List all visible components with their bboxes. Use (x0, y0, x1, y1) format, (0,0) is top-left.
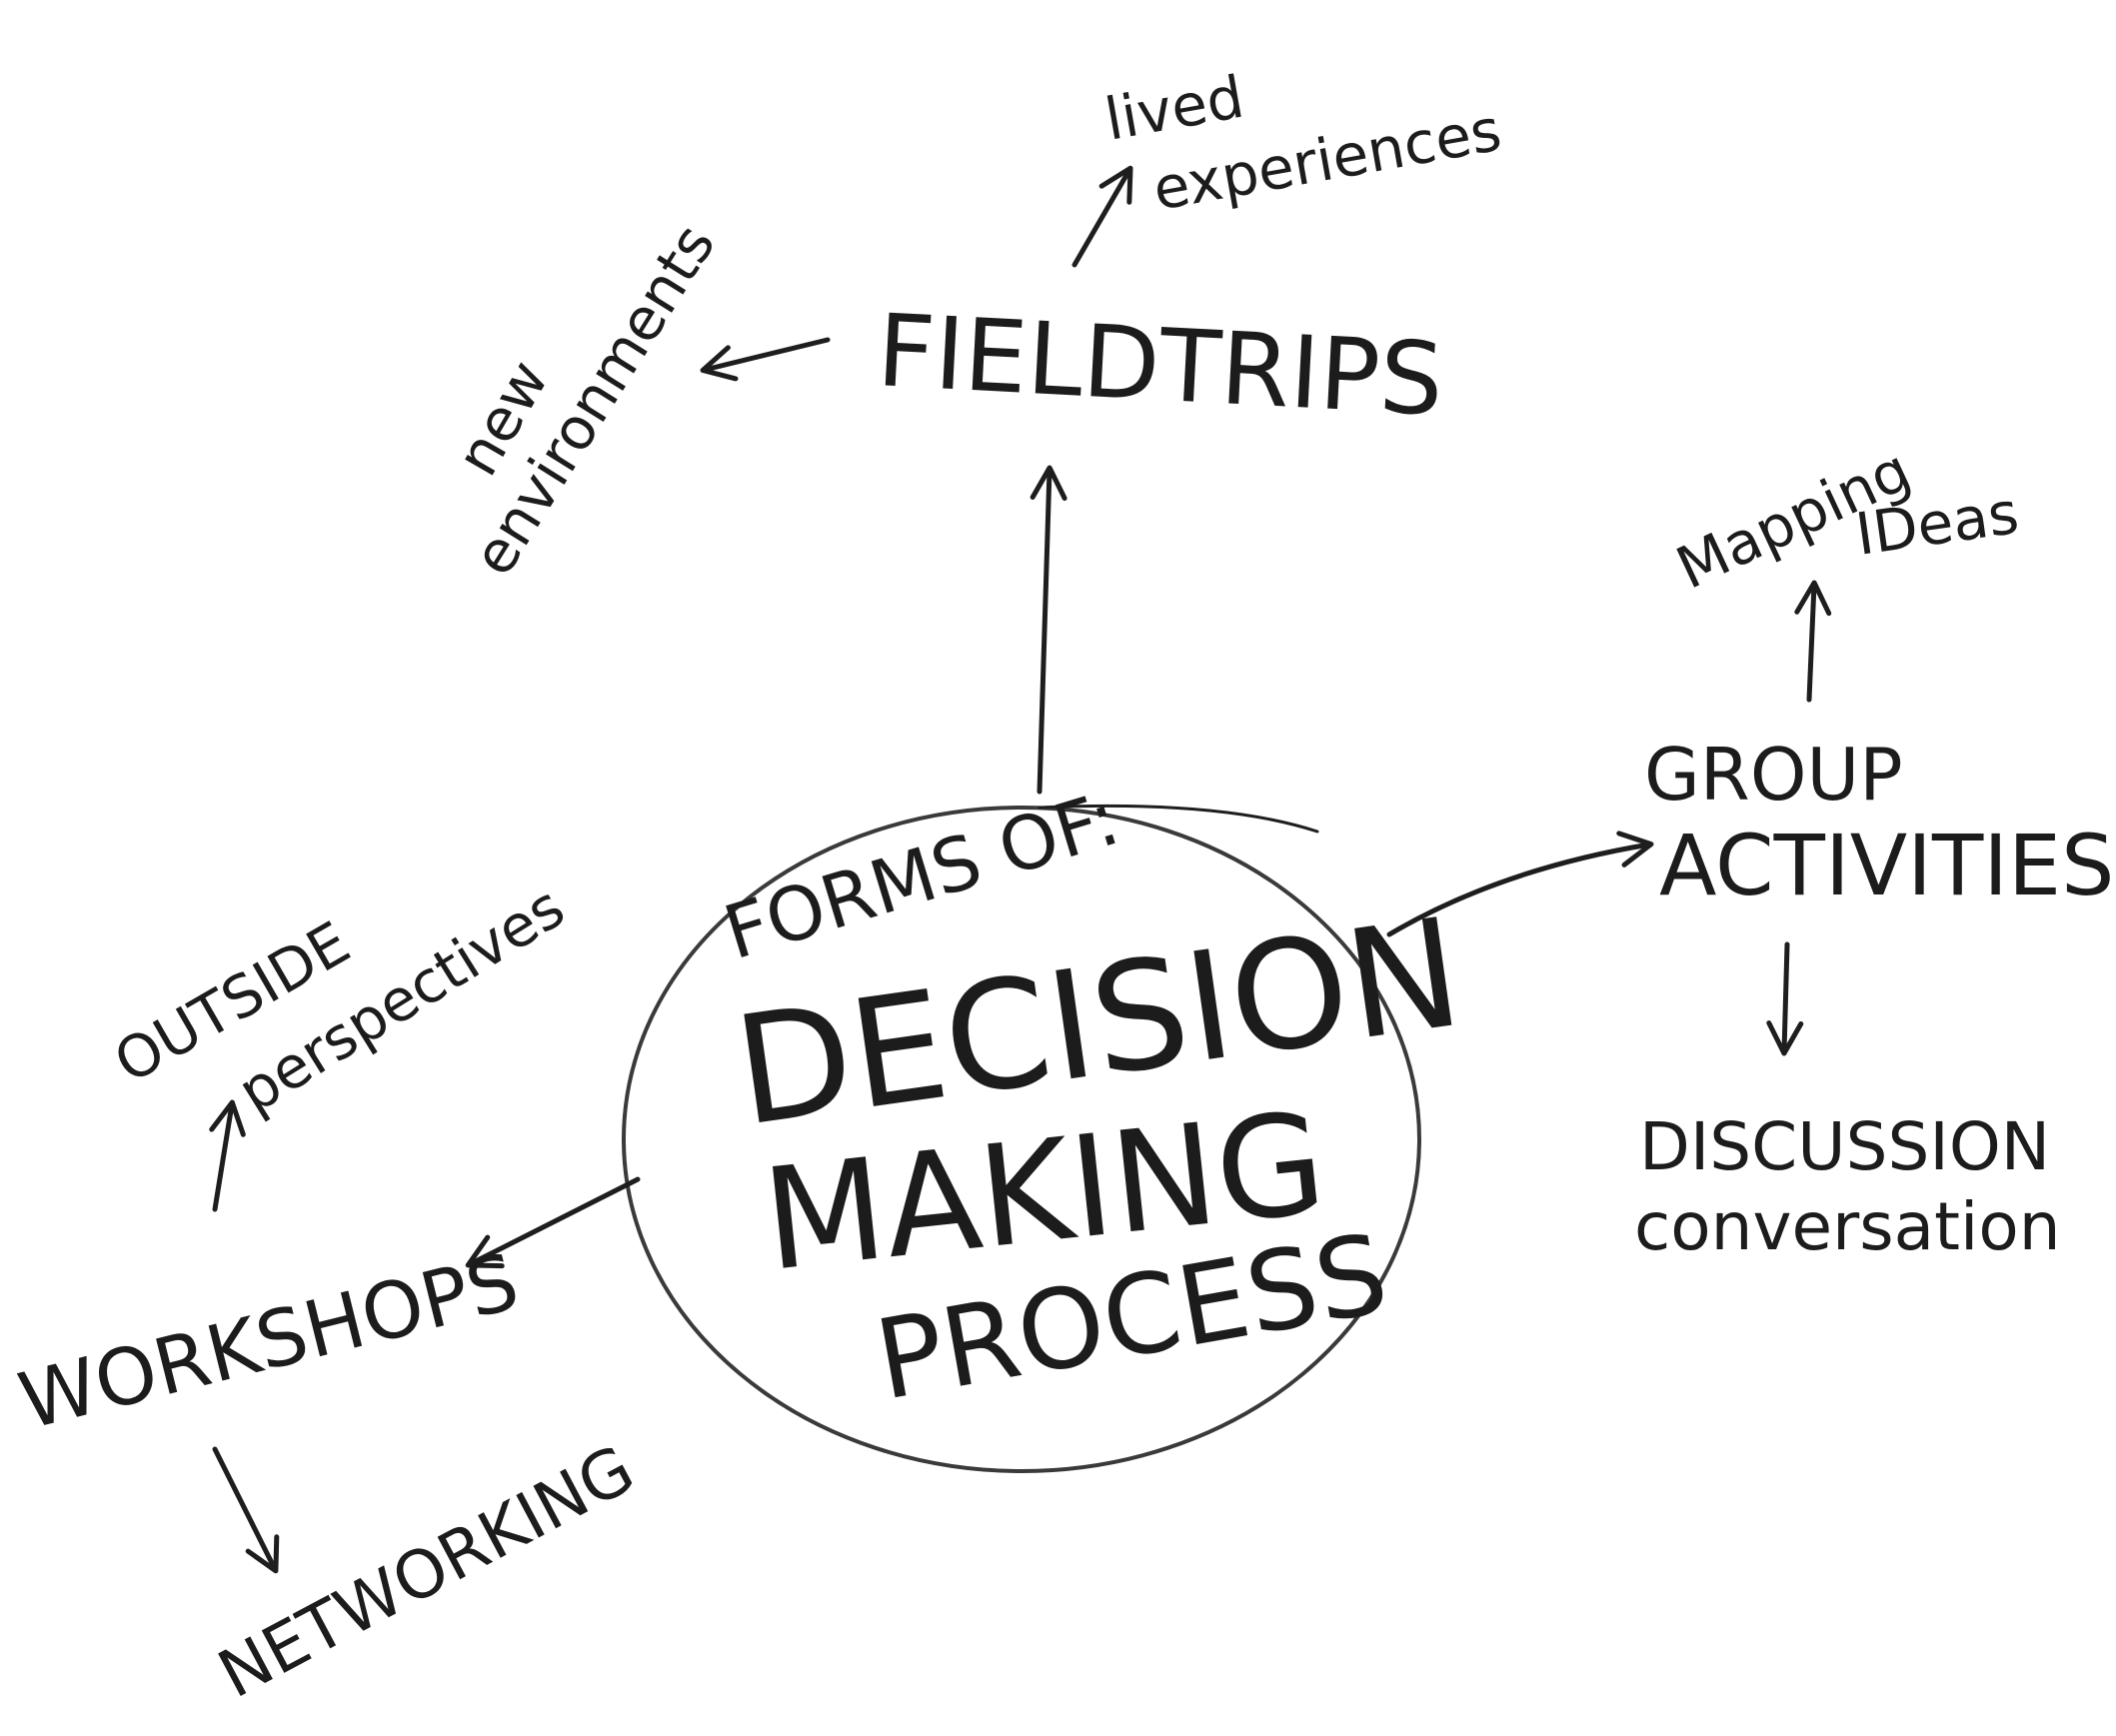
node-activities: ACTIVITIES (1659, 817, 2114, 914)
node-workshops: WORKSHOPS (11, 1237, 528, 1448)
center-ellipse (622, 806, 1421, 1473)
node-fieldtrips: FIELDTRIPS (875, 292, 1446, 439)
node-lived: lived (1100, 63, 1249, 154)
arrow-to-workshops (465, 1176, 641, 1269)
arrow-to-outside-perspectives (209, 1099, 246, 1212)
node-discussion: DISCUSSION (1639, 1108, 2050, 1185)
arrow-to-fieldtrips (1030, 465, 1067, 795)
node-conversation: conversation (1634, 1188, 2061, 1265)
arrow-to-group-activities (1386, 831, 1654, 937)
arrow-to-networking (212, 1446, 280, 1574)
node-group: GROUP (1644, 733, 1903, 817)
ellipse-tail-stroke (1038, 804, 1319, 834)
arrow-to-lived-experiences (1071, 165, 1133, 268)
arrow-to-discussion (1766, 941, 1804, 1056)
arrow-to-mapping-ideas (1794, 580, 1832, 703)
arrow-to-new-environments (700, 337, 831, 382)
node-networking: NETWORKING (206, 1430, 646, 1713)
